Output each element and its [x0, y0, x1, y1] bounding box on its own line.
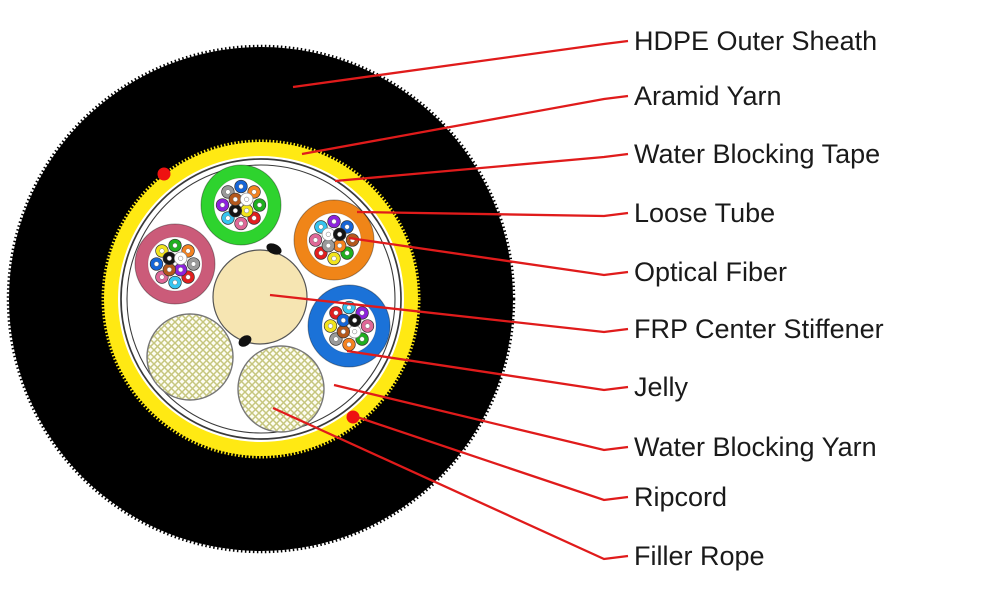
optical-fiber-slate	[186, 257, 201, 271]
optical-fiber-violet	[327, 214, 341, 229]
optical-fiber-rose	[360, 319, 375, 333]
leader-line-6	[346, 349, 629, 392]
leader-line-0	[292, 39, 629, 89]
filler-rope	[237, 345, 325, 433]
optical-fiber-aqua	[168, 275, 182, 290]
loose-tube-green	[200, 164, 282, 246]
optical-fiber-rose	[234, 216, 248, 231]
optical-fiber-violet	[174, 263, 188, 277]
leader-line-5	[269, 293, 629, 334]
optical-fiber-blue	[336, 313, 350, 327]
optical-fiber-black	[348, 313, 362, 327]
optical-fiber-orange	[342, 337, 356, 352]
loose-tube-rose	[134, 223, 216, 305]
leader-line-4	[348, 236, 629, 277]
optical-fiber-brown	[162, 263, 176, 277]
optical-fiber-black	[162, 251, 176, 265]
ripcord-dot	[346, 410, 360, 424]
optical-fiber-brown	[228, 192, 242, 206]
optical-fiber-blue	[234, 179, 248, 194]
leader-line-7	[333, 383, 629, 452]
optical-fiber-yellow	[323, 319, 338, 333]
optical-fiber-green	[168, 238, 182, 253]
black-binder-mark	[266, 243, 282, 255]
loose-tube-orange	[293, 199, 375, 281]
leader-line-8	[356, 415, 629, 502]
optical-fiber-slate	[321, 239, 335, 253]
optical-fiber-brown	[336, 325, 350, 339]
optical-fiber-white	[321, 227, 335, 241]
optical-fiber-black	[228, 204, 242, 218]
optical-fiber-blue	[149, 257, 164, 271]
optical-fiber-orange	[333, 239, 347, 253]
leader-line-3	[356, 210, 629, 218]
optical-fiber-white	[240, 192, 254, 206]
optical-fiber-yellow	[240, 204, 254, 218]
ripcord-dot	[157, 167, 171, 181]
optical-fiber-white	[348, 325, 362, 339]
leader-line-2	[334, 152, 629, 183]
optical-fiber-orange	[181, 244, 195, 258]
black-binder-mark	[238, 335, 252, 347]
optical-fiber-slate	[329, 332, 343, 346]
optical-fiber-rose	[308, 233, 323, 247]
optical-fiber-green	[252, 198, 267, 212]
leader-line-9	[272, 406, 629, 561]
frp-center-stiffener	[212, 249, 308, 345]
optical-fiber-black	[333, 227, 347, 241]
optical-fiber-violet	[215, 198, 230, 212]
leader-line-1	[301, 94, 629, 156]
optical-fiber-white	[174, 251, 188, 265]
filler-rope	[146, 313, 234, 401]
optical-fiber-yellow	[327, 251, 341, 266]
